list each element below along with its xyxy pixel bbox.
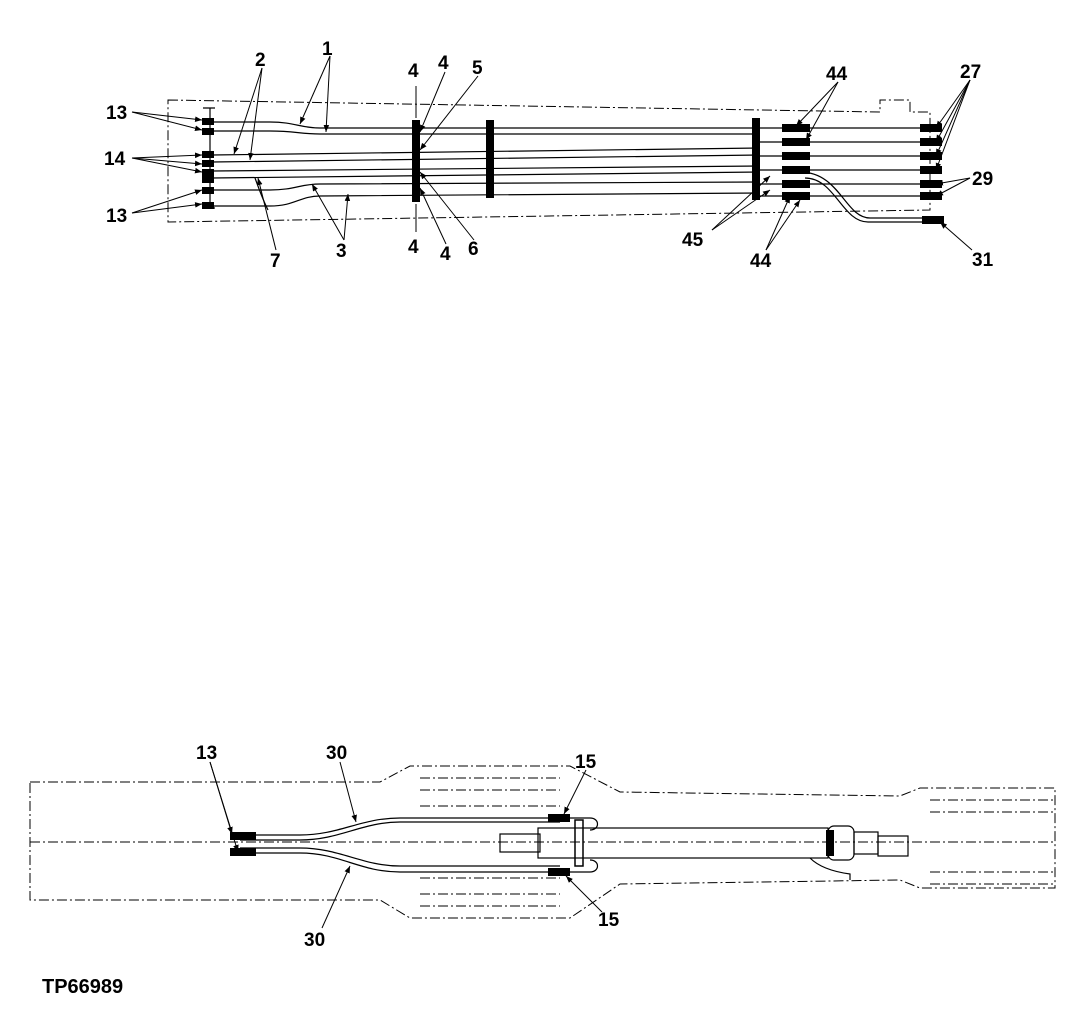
callout-5: 5 — [472, 58, 483, 79]
callout-30: 30 — [304, 930, 325, 951]
callout-44: 44 — [750, 251, 772, 272]
right-fittings — [760, 124, 944, 224]
callout-4: 4 — [440, 244, 451, 265]
left-fittings — [202, 118, 214, 209]
bottom-assembly-view: 13 30 30 15 15 — [29, 743, 1056, 951]
bottom-fittings — [230, 814, 570, 876]
top-leader-lines — [131, 55, 973, 251]
bottom-hoses — [240, 817, 599, 873]
callout-29: 29 — [972, 169, 993, 190]
callout-3: 3 — [336, 241, 347, 262]
callout-30: 30 — [326, 743, 347, 764]
top-arm-outline — [167, 99, 931, 223]
callout-31: 31 — [972, 250, 994, 271]
callout-15: 15 — [575, 752, 597, 773]
callout-14: 14 — [104, 149, 126, 170]
callout-44: 44 — [826, 64, 848, 85]
callout-45: 45 — [682, 230, 704, 251]
figure-id: TP66989 — [42, 976, 123, 998]
top-assembly-view: 13 14 13 2 1 4 4 5 7 3 4 4 6 44 27 29 45… — [104, 39, 994, 272]
callout-4: 4 — [438, 53, 449, 74]
callout-4: 4 — [408, 237, 419, 258]
callout-13: 13 — [196, 743, 217, 764]
callout-6: 6 — [468, 239, 479, 260]
callout-2: 2 — [255, 50, 266, 71]
callout-1: 1 — [322, 39, 333, 60]
callout-13: 13 — [106, 206, 127, 227]
bottom-arm-outline — [29, 765, 1056, 919]
callout-15: 15 — [598, 910, 620, 931]
hydraulic-cylinder — [499, 819, 909, 880]
bottom-leader-lines — [209, 761, 603, 929]
callout-7: 7 — [270, 251, 281, 272]
callout-4: 4 — [408, 61, 419, 82]
callout-27: 27 — [960, 62, 981, 83]
callout-13: 13 — [106, 103, 127, 124]
clamp-blocks — [412, 118, 760, 202]
